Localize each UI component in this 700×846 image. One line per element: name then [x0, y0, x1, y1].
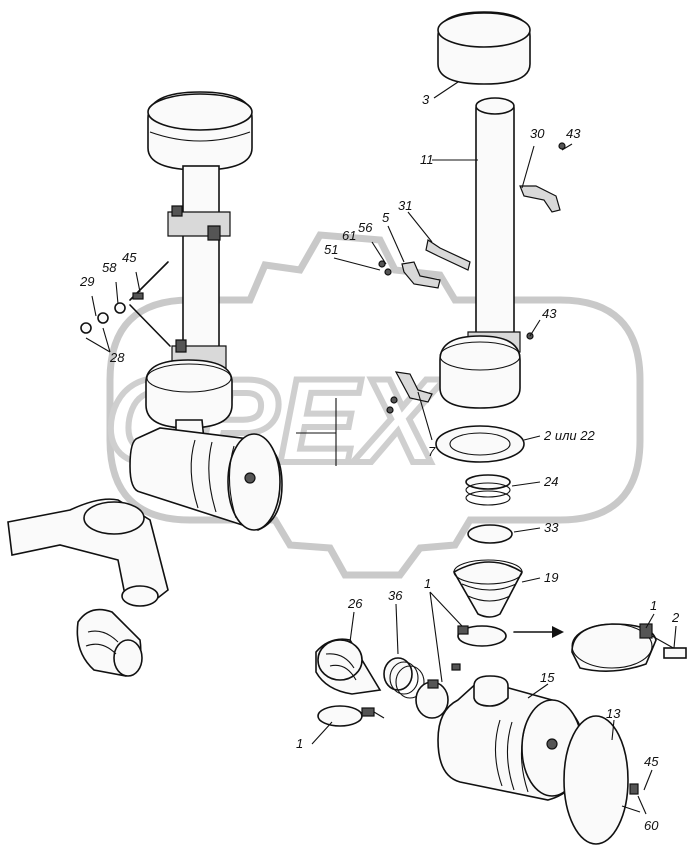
- label-60: 60: [644, 818, 659, 833]
- hose-clamp-top: [457, 625, 507, 647]
- label-15: 15: [540, 670, 555, 685]
- label-26: 26: [347, 596, 363, 611]
- gasket: [435, 425, 525, 463]
- label-11: 11: [420, 152, 434, 167]
- label-13: 13: [606, 706, 621, 721]
- label-61: 61: [342, 228, 356, 243]
- dust-funnel: [452, 559, 524, 618]
- connector-spring: [383, 657, 425, 699]
- hose-clamp-bottom: [317, 705, 385, 727]
- label-45-right: 45: [644, 754, 659, 769]
- left-connector: [296, 398, 337, 466]
- label-1-lower: 1: [296, 736, 303, 751]
- right-cap: [437, 11, 531, 85]
- left-assembly: [7, 91, 337, 677]
- left-pipe: [182, 165, 220, 377]
- label-36: 36: [388, 588, 403, 603]
- label-56: 56: [358, 220, 373, 235]
- lower-assembly: [315, 623, 687, 845]
- left-small-elbow: [76, 608, 143, 677]
- left-clamp-upper: [167, 205, 231, 241]
- right-fasteners: [378, 142, 566, 414]
- elbow-hose: [315, 638, 382, 695]
- label-1-right: 1: [650, 598, 657, 613]
- label-45-left: 45: [122, 250, 137, 265]
- direction-arrow-icon: [513, 626, 564, 638]
- label-3: 3: [422, 92, 430, 107]
- label-30: 30: [530, 126, 545, 141]
- right-assembly: [378, 11, 566, 618]
- label-28: 28: [109, 350, 125, 365]
- large-clamp: [571, 623, 687, 672]
- filter-body: [437, 675, 585, 801]
- retaining-ring: [563, 715, 641, 845]
- right-bowl: [439, 335, 521, 409]
- label-51: 51: [324, 242, 338, 257]
- label-58: 58: [102, 260, 117, 275]
- left-filter-housing: [129, 427, 283, 531]
- spring: [465, 474, 511, 506]
- label-33: 33: [544, 520, 559, 535]
- label-19: 19: [544, 570, 558, 585]
- left-cap: [147, 91, 253, 171]
- brackets: [394, 185, 561, 403]
- label-2: 2: [671, 610, 680, 625]
- label-5: 5: [382, 210, 390, 225]
- left-intake-pipe: [7, 498, 169, 607]
- label-2-or-22: 2 или 22: [543, 428, 595, 443]
- label-24: 24: [543, 474, 558, 489]
- right-pipe: [475, 107, 515, 349]
- label-43-top: 43: [566, 126, 581, 141]
- leader-lines: [91, 81, 677, 815]
- label-29: 29: [79, 274, 94, 289]
- label-43-mid: 43: [542, 306, 557, 321]
- label-31: 31: [398, 198, 412, 213]
- seal-ring: [467, 524, 513, 544]
- watermark-gear-icon: [106, 231, 644, 579]
- label-7: 7: [428, 444, 436, 459]
- left-fasteners: [80, 292, 144, 353]
- label-1-upper: 1: [424, 576, 431, 591]
- hose-clamp-mid: [415, 663, 461, 719]
- part-labels: 3 11 30 43 31 5 56 61 51 45 58 29 28 43 …: [79, 92, 680, 833]
